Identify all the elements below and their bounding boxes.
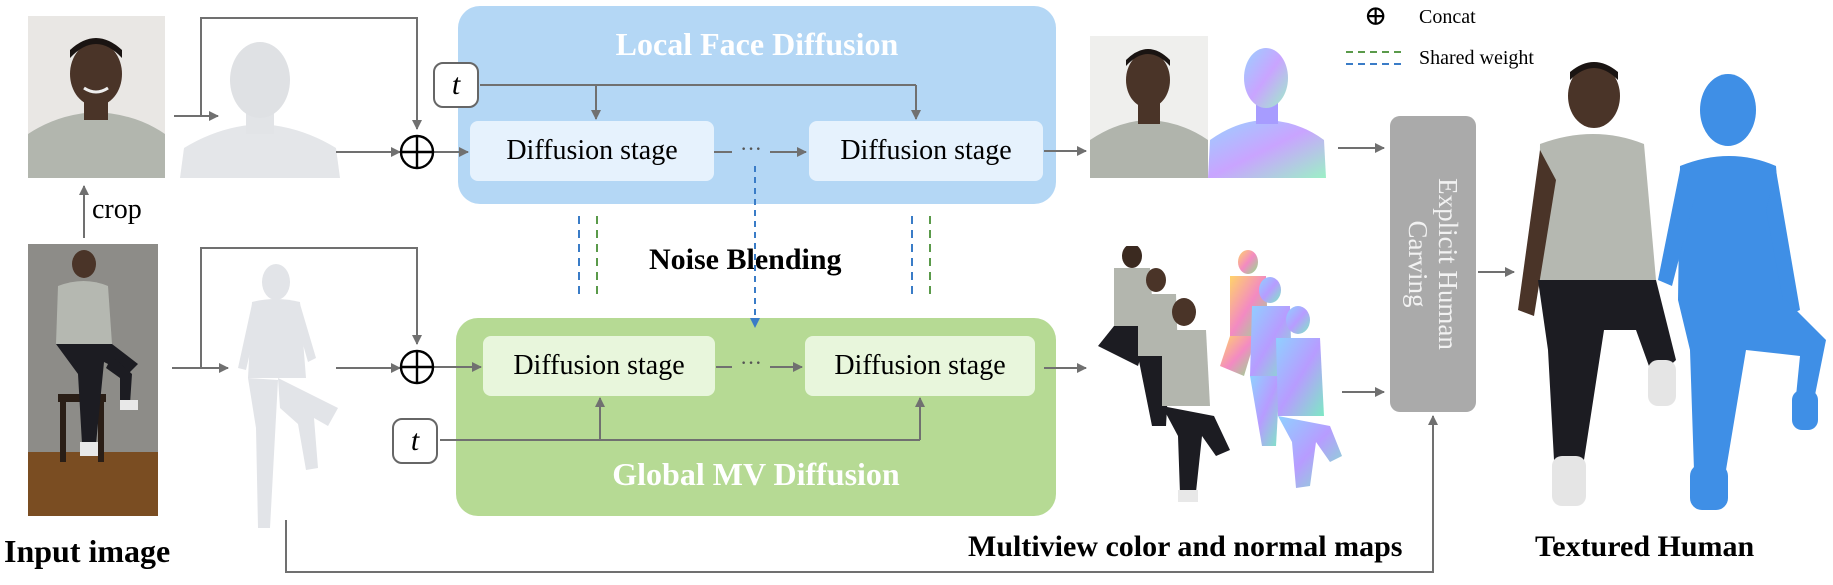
multiview-maps-label: Multiview color and normal maps [968,530,1403,563]
face-skip-arrow [200,17,422,130]
multiview-maps-render [1080,246,1380,518]
body-skip-arrow [200,247,422,368]
concat-legend-label: Concat [1419,6,1476,28]
shared-weight-legend-label: Shared weight [1419,47,1534,69]
local-normal-output [1208,36,1326,178]
local-diffusion-stage-2: Diffusion stage [809,121,1043,181]
body-mesh-render [218,258,358,538]
global-diffusion-stage-1: Diffusion stage [483,336,715,396]
mesh-to-carving-arrow [285,415,1438,573]
global-timestep-box: t [392,418,438,464]
local-color-output [1090,36,1208,178]
global-mv-diffusion-title: Global MV Diffusion [612,456,900,492]
local-timestep-box: t [433,62,479,108]
textured-human-color [1508,60,1688,530]
local-stage-ellipsis: ··· [740,136,762,161]
input-image-label: Input image [4,533,171,569]
input-image-photo [28,244,158,516]
explicit-human-carving-block: Explicit Human Carving [1390,116,1476,412]
crop-label: crop [92,194,142,225]
concat-legend-symbol: ⊕ [1364,1,1388,32]
face-mesh-render [180,36,340,178]
local-face-diffusion-title: Local Face Diffusion [615,26,899,62]
noise-blending-label: Noise Blending [649,243,842,276]
cropped-face-photo [28,16,165,178]
global-diffusion-stage-2: Diffusion stage [805,336,1035,396]
textured-human-mesh [1650,70,1830,520]
textured-human-label: Textured Human [1535,530,1755,563]
local-diffusion-stage-1: Diffusion stage [470,121,714,181]
global-stage-ellipsis: ··· [740,350,762,375]
